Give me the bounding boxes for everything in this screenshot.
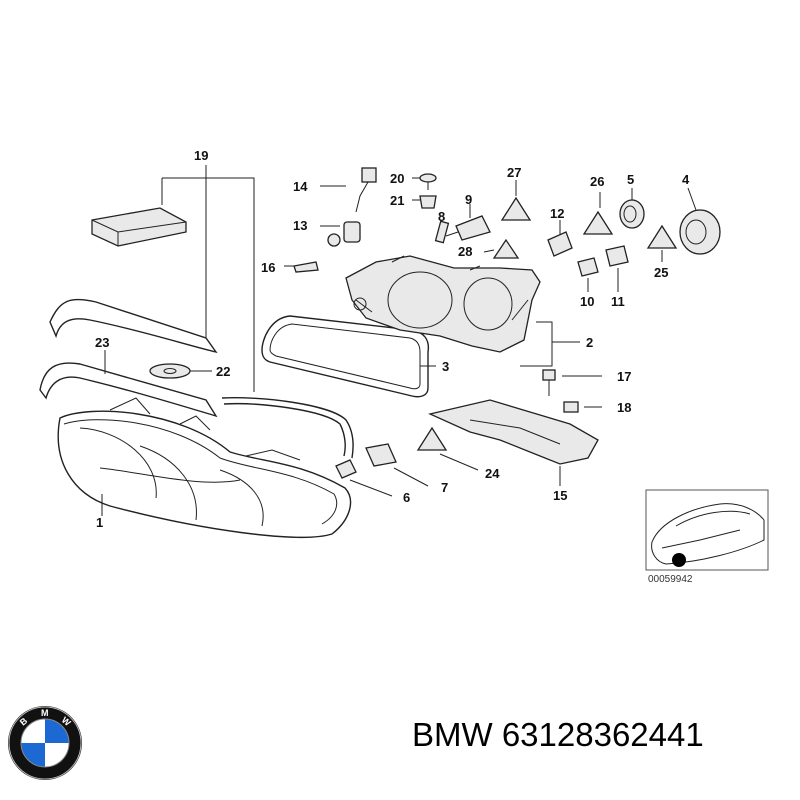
part-24-warning-label: [416, 426, 479, 471]
callout-5: 5: [627, 172, 634, 187]
svg-text:M: M: [41, 708, 49, 718]
callout-28: 28: [458, 244, 472, 259]
callout-1: 1: [96, 515, 103, 530]
callout-2: 2: [586, 335, 593, 350]
part-25-warning-label: [646, 224, 678, 262]
seal-strip: [221, 397, 354, 459]
location-marker-icon: [672, 553, 686, 567]
callout-3: 3: [442, 359, 449, 374]
inset-code: 00059942: [648, 574, 693, 585]
part-12-bulb-holder: [547, 220, 573, 257]
callout-9: 9: [465, 192, 472, 207]
vehicle-locator-inset: 00059942: [645, 489, 769, 585]
part-20-clip: [412, 173, 437, 190]
part-23-trim-strip: [39, 298, 218, 418]
callout-6: 6: [403, 490, 410, 505]
callout-7: 7: [441, 480, 448, 495]
callout-13: 13: [293, 218, 307, 233]
part-17-screw: [542, 369, 602, 396]
part-22-gasket: [149, 363, 212, 379]
part-11-bulb: [605, 245, 629, 292]
part-2-headlight-housing: [345, 255, 580, 367]
part-14-wiring-plug: [320, 167, 377, 213]
part-19-kit: [91, 165, 255, 392]
callout-25: 25: [654, 265, 668, 280]
part-13-bulb-socket: [320, 221, 361, 247]
part-9-bulb: [455, 204, 491, 241]
callout-16: 16: [261, 260, 275, 275]
brand-part-number: BMW 63128362441: [412, 716, 704, 754]
brand-name: BMW: [412, 716, 493, 753]
callout-24: 24: [485, 466, 500, 481]
callout-11: 11: [611, 294, 625, 309]
part-16-screw: [284, 261, 319, 273]
callout-15: 15: [553, 488, 567, 503]
callout-20: 20: [390, 171, 404, 186]
part-15-bracket: [427, 399, 599, 486]
callout-21: 21: [390, 193, 404, 208]
svg-text:B: B: [18, 715, 30, 727]
part-8-pin: [434, 220, 450, 244]
callout-27: 27: [507, 165, 521, 180]
part-number: 63128362441: [501, 716, 704, 753]
part-26-warning-label: [582, 192, 614, 235]
callout-14: 14: [293, 179, 308, 194]
callout-19: 19: [194, 148, 208, 163]
callout-23: 23: [95, 335, 109, 350]
callout-22: 22: [216, 364, 230, 379]
callout-18: 18: [617, 400, 631, 415]
part-4-cap: [679, 187, 721, 255]
bmw-logo: B M W: [8, 706, 82, 780]
part-28-warning-label: [492, 238, 520, 259]
part-3-gasket-frame: [261, 315, 436, 398]
callout-12: 12: [550, 206, 564, 221]
part-7-bulb-socket: [365, 443, 429, 487]
part-18-nut: [563, 401, 602, 413]
part-6-bulb: [335, 459, 393, 497]
part-21-clip: [412, 195, 437, 209]
part-10-bulb: [577, 257, 599, 292]
callout-17: 17: [617, 369, 631, 384]
callout-8: 8: [438, 209, 445, 224]
callout-26: 26: [590, 174, 604, 189]
callout-10: 10: [580, 294, 594, 309]
part-27-warning-label: [500, 180, 532, 221]
part-5-cap: [619, 188, 645, 229]
callout-4: 4: [682, 172, 690, 187]
callout-labels: 1 2 3 4 5 6 7 8 9 10 11 12 13 14 15 16 1…: [95, 148, 690, 530]
part-1-headlight-lens: [57, 397, 352, 538]
